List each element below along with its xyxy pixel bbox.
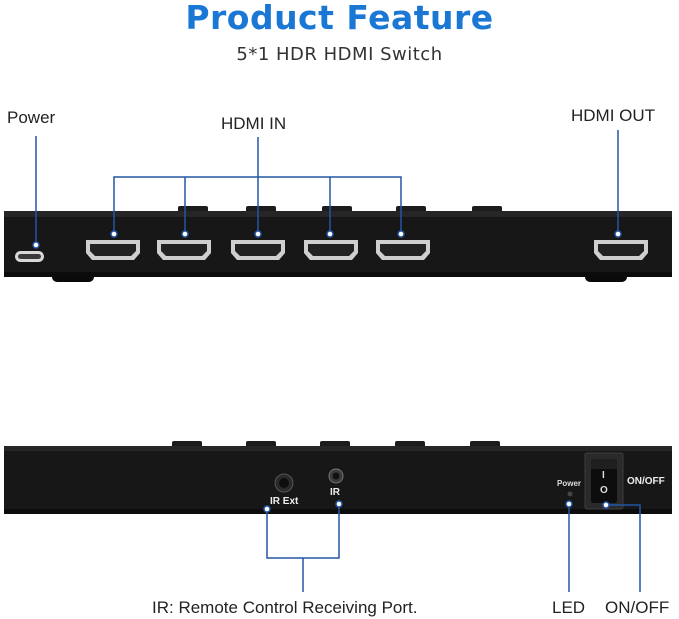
hdmi-in-port-3 — [231, 240, 285, 260]
hdmi-in-port-5 — [376, 240, 430, 260]
onoff-caption: ON/OFF — [605, 598, 670, 617]
switch-side-label: ON/OFF — [627, 476, 665, 487]
power-indicator-label: Power — [557, 479, 582, 488]
switch-on-symbol: I — [602, 470, 605, 481]
ir-ext-jack — [274, 473, 294, 493]
switch-off-symbol: O — [600, 485, 608, 496]
ir-caption: IR: Remote Control Receiving Port. — [152, 598, 418, 617]
ir-receiver — [328, 468, 344, 484]
front-callout-dots — [32, 230, 622, 249]
usb-c-power-port — [15, 251, 44, 262]
front-callouts — [35, 130, 619, 243]
ir-ext-label: IR Ext — [270, 496, 299, 507]
hdmi-in-port-1 — [86, 240, 140, 260]
hdmi-in-port-4 — [304, 240, 358, 260]
rocker-switch — [584, 452, 624, 510]
hdmi-out-label: HDMI OUT — [571, 106, 656, 125]
hdmi-in-label: HDMI IN — [221, 114, 287, 133]
page-title: Product Feature — [185, 0, 494, 37]
back-callout-dots — [263, 500, 610, 513]
ir-label: IR — [330, 487, 340, 498]
power-label: Power — [7, 108, 56, 127]
power-led — [567, 491, 573, 497]
back-callouts — [266, 504, 641, 592]
hdmi-out-port — [594, 240, 648, 260]
led-caption: LED — [552, 598, 586, 617]
page-subtitle: 5*1 HDR HDMI Switch — [236, 44, 443, 65]
hdmi-in-port-2 — [157, 240, 211, 260]
